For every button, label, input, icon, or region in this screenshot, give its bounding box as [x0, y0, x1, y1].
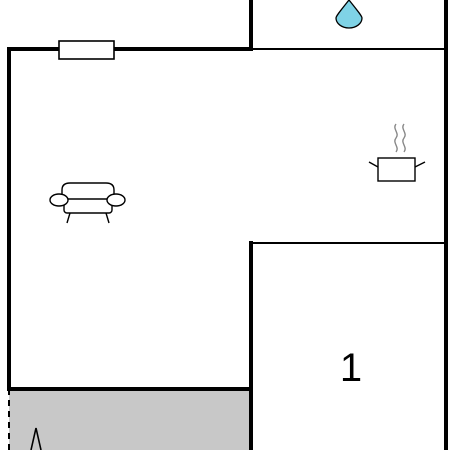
sofa-back — [61, 182, 115, 199]
walls — [7, 0, 448, 450]
sofa-leg — [105, 212, 110, 224]
bedroom-number-label: 1 — [340, 346, 362, 390]
pot-body — [377, 157, 416, 182]
sofa-icon — [49, 182, 126, 224]
steam-line — [402, 123, 406, 153]
pot-handle-left — [368, 161, 379, 168]
arrow-up-icon — [30, 427, 42, 450]
pot-handle-right — [414, 161, 426, 168]
sofa-arm-left — [49, 193, 69, 207]
wall-top-left — [7, 0, 253, 51]
terrace — [8, 389, 251, 450]
steam-line — [394, 123, 398, 153]
water-drop-icon — [335, 0, 363, 29]
sofa-arm-right — [106, 193, 126, 207]
cooking-pot-icon — [368, 123, 426, 182]
terrace-floor — [9, 389, 251, 450]
sofa-leg — [66, 212, 71, 224]
sofa-seat — [63, 198, 113, 214]
window-icon — [58, 40, 115, 60]
